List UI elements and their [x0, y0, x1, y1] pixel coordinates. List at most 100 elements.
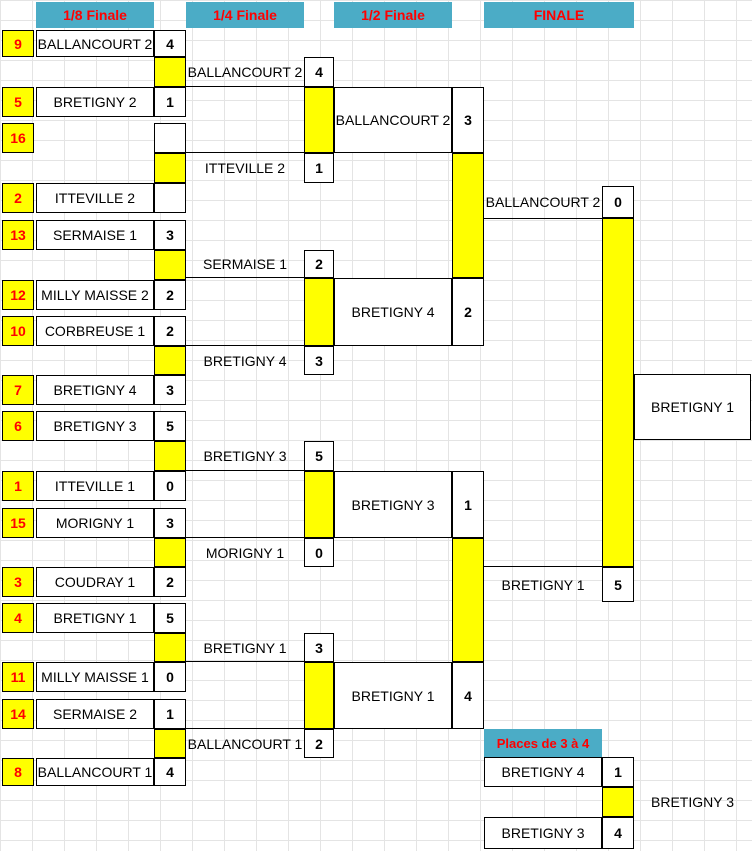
score-qf-1: 4 [304, 57, 334, 87]
connector-third [602, 787, 634, 817]
qf-underline-1 [186, 86, 304, 87]
team-qf-5: BRETIGNY 3 [203, 448, 287, 464]
final-underline-1 [484, 218, 602, 219]
score-r16-11: 3 [154, 508, 186, 538]
team-r16-6: MILLY MAISSE 2 [36, 280, 154, 310]
connector-r16-1 [154, 57, 186, 87]
champion: BRETIGNY 1 [634, 374, 751, 440]
seed-r16-9: 6 [2, 411, 34, 441]
team-final-2: BRETIGNY 1 [501, 576, 585, 593]
connector-r16-2 [154, 153, 186, 183]
team-r16-12: COUDRAY 1 [36, 567, 154, 597]
seed-r16-2: 5 [2, 87, 34, 117]
third-place-winner: BRETIGNY 3 [651, 794, 734, 810]
connector-r16-6 [154, 538, 186, 567]
team-r16-15: SERMAISE 2 [36, 699, 154, 729]
seed-r16-16: 8 [2, 758, 34, 786]
score-qf-6: 0 [304, 538, 334, 567]
score-r16-5: 3 [154, 220, 186, 250]
score-r16-14: 0 [154, 662, 186, 692]
header-sf: 1/2 Finale [334, 2, 452, 28]
connector-r16-7 [154, 633, 186, 662]
header-r16: 1/8 Finale [36, 2, 154, 28]
team-r16-10: ITTEVILLE 1 [36, 471, 154, 501]
seed-r16-7: 10 [2, 316, 34, 346]
team-r16-4: ITTEVILLE 2 [36, 183, 154, 213]
score-qf-3: 2 [304, 250, 334, 278]
qf-overline-8 [186, 728, 304, 729]
team-qf-3: SERMAISE 1 [202, 256, 288, 272]
connector-sf-2 [452, 538, 484, 662]
seed-r16-14: 11 [2, 662, 34, 692]
team-qf-7: BRETIGNY 1 [203, 639, 287, 656]
team-final-1: BALLANCOURT 2 [485, 194, 601, 210]
team-third-2: BRETIGNY 3 [484, 817, 602, 849]
score-final-2: 5 [602, 567, 634, 602]
connector-r16-4 [154, 346, 186, 375]
score-r16-10: 0 [154, 471, 186, 501]
team-r16-13: BRETIGNY 1 [36, 603, 154, 633]
score-third-2: 4 [602, 817, 634, 849]
seed-r16-15: 14 [2, 699, 34, 729]
team-qf-4: BRETIGNY 4 [203, 352, 287, 369]
connector-r16-5 [154, 441, 186, 471]
seed-r16-6: 12 [2, 280, 34, 310]
connector-r16-8 [154, 729, 186, 758]
score-qf-7: 3 [304, 633, 334, 662]
score-r16-3 [154, 123, 186, 153]
seed-r16-5: 13 [2, 220, 34, 250]
score-r16-16: 4 [154, 758, 186, 786]
score-r16-6: 2 [154, 280, 186, 310]
score-r16-13: 5 [154, 603, 186, 633]
header-final: FINALE [484, 2, 634, 28]
seed-r16-1: 9 [2, 30, 34, 57]
team-r16-3 [36, 123, 154, 153]
team-r16-7: CORBREUSE 1 [36, 316, 154, 346]
connector-qf-3 [304, 471, 334, 538]
seed-r16-11: 15 [2, 508, 34, 538]
header-qf: 1/4 Finale [186, 2, 304, 28]
score-final-1: 0 [602, 186, 634, 218]
team-qf-6: MORIGNY 1 [205, 544, 285, 561]
score-sf-4: 4 [452, 662, 484, 729]
score-r16-8: 3 [154, 375, 186, 405]
seed-r16-4: 2 [2, 183, 34, 213]
team-r16-2: BRETIGNY 2 [36, 87, 154, 117]
connector-r16-3 [154, 250, 186, 280]
score-qf-4: 3 [304, 346, 334, 375]
score-r16-2: 1 [154, 87, 186, 117]
header-places: Places de 3 à 4 [484, 729, 602, 757]
qf-underline-7 [186, 661, 304, 662]
score-qf-5: 5 [304, 441, 334, 471]
score-r16-15: 1 [154, 699, 186, 729]
score-r16-12: 2 [154, 567, 186, 597]
team-sf-3: BRETIGNY 3 [334, 471, 452, 538]
qf-underline-3 [186, 277, 304, 278]
team-r16-1: BALLANCOURT 2 [36, 30, 154, 57]
score-third-1: 1 [602, 757, 634, 787]
seed-r16-13: 4 [2, 603, 34, 633]
seed-r16-10: 1 [2, 471, 34, 501]
score-sf-3: 1 [452, 471, 484, 538]
team-sf-4: BRETIGNY 1 [334, 662, 452, 729]
team-third-1: BRETIGNY 4 [484, 757, 602, 787]
team-qf-2: ITTEVILLE 2 [204, 160, 286, 176]
qf-overline-2 [186, 152, 304, 153]
score-r16-7: 2 [154, 316, 186, 346]
score-r16-1: 4 [154, 30, 186, 57]
score-qf-2: 1 [304, 153, 334, 183]
team-qf-8: BALLANCOURT 1 [187, 735, 303, 752]
connector-sf-1 [452, 153, 484, 278]
team-qf-1: BALLANCOURT 2 [187, 64, 303, 80]
team-r16-9: BRETIGNY 3 [36, 411, 154, 441]
team-r16-8: BRETIGNY 4 [36, 375, 154, 405]
final-overline-2 [484, 566, 602, 567]
connector-qf-4 [304, 662, 334, 729]
seed-r16-3: 16 [2, 123, 34, 153]
team-sf-1: BALLANCOURT 2 [334, 87, 452, 153]
seed-r16-12: 3 [2, 567, 34, 597]
connector-qf-2 [304, 278, 334, 346]
connector-qf-1 [304, 87, 334, 153]
score-qf-8: 2 [304, 729, 334, 758]
seed-r16-8: 7 [2, 375, 34, 405]
